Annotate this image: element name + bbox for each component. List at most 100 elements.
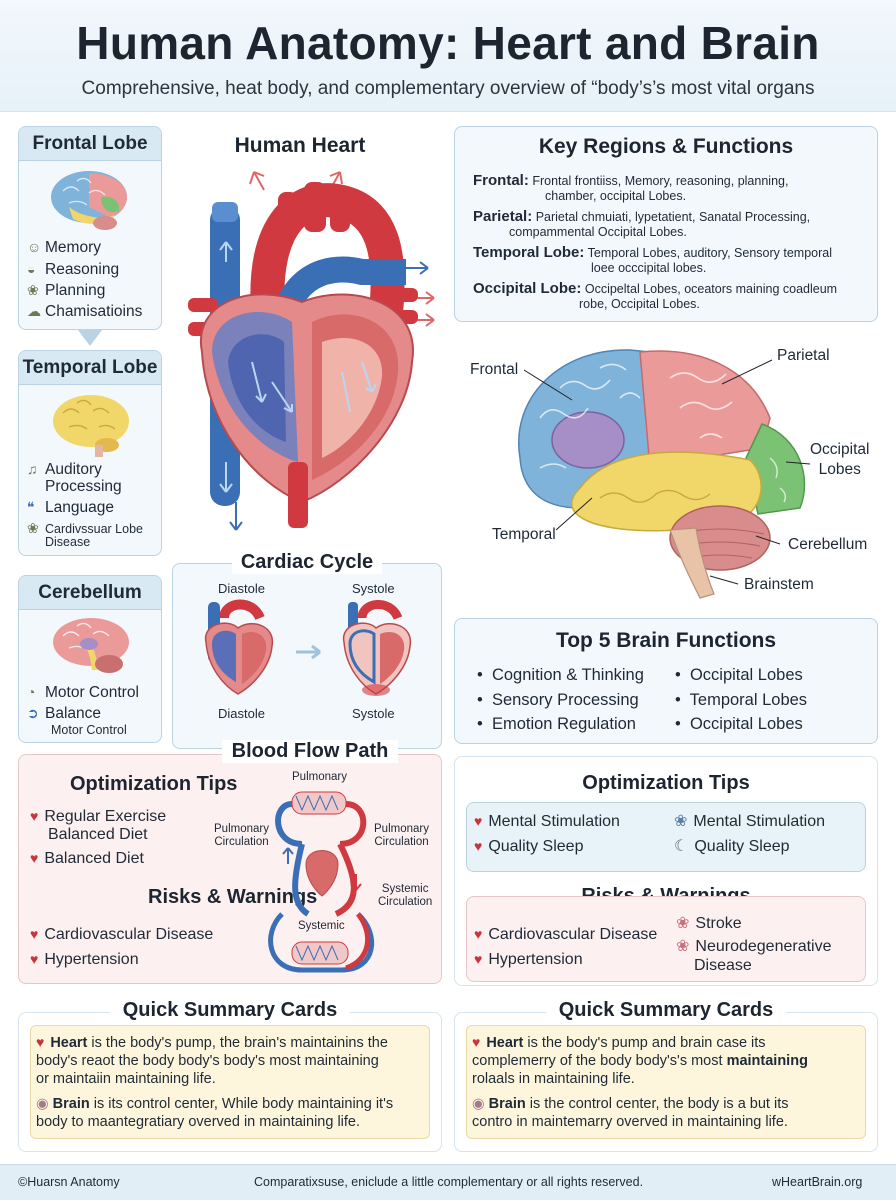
left-tips-list: ♥Regular Exercise Balanced Diet ♥Balance… <box>30 807 166 868</box>
risk-cardiovascular-2: ♥Cardiovascular Disease <box>474 926 658 943</box>
frontal-item-memory: ☺Memory <box>27 239 101 256</box>
top5-item-emotion: • Emotion Regulation <box>477 715 636 733</box>
right-risks-right-list: ❀Stroke ❀Neurodegenerative Disease <box>676 914 832 975</box>
cloud-icon: ☁ <box>27 303 41 319</box>
head-icon: ☺ <box>27 239 42 255</box>
heart-bullet-icon: ♥ <box>30 926 39 942</box>
key-region-frontal: Frontal: Frontal frontiiss, Memory, reas… <box>473 172 789 203</box>
tip-mental-stimulation: ♥Mental Stimulation <box>474 813 620 830</box>
top5-item-cognition: • Cognition & Thinking <box>477 666 644 684</box>
summary-right-brain: ◉Brain is the control center, the body i… <box>472 1096 789 1130</box>
right-tips-title: Optimization Tips <box>582 772 750 794</box>
right-tips-box <box>466 802 866 872</box>
risk-neurodegenerative: ❀Neurodegenerative <box>676 938 832 955</box>
temporal-item-disease: ❀Cardivssuar Lobe <box>27 520 143 536</box>
footer-site-link[interactable]: wHeartBrain.org <box>772 1175 863 1189</box>
heart-illustration <box>188 171 435 531</box>
temporal-item-processing: Processing <box>45 478 122 495</box>
brain-label-temporal: Temporal <box>492 526 556 543</box>
tip-mental-stimulation-2: ❀Mental Stimulation <box>674 813 826 830</box>
cerebellum-title: Cerebellum <box>19 576 161 610</box>
cerebellum-brain-icon <box>53 618 129 673</box>
brain-bullet-icon: ❀ <box>674 813 688 830</box>
moon-icon: ☾ <box>674 838 689 855</box>
summary-left-brain: ◉Brain is its control center, While body… <box>36 1096 394 1130</box>
right-tips-right-list: ❀Mental Stimulation ☾Quality Sleep <box>674 809 825 859</box>
summary-right-card <box>466 1025 866 1139</box>
top5-item-occipital-2: • Occipital Lobes <box>675 715 803 733</box>
top5-item-temporal: • Temporal Lobes <box>675 690 808 709</box>
left-risks-list: ♥Cardiovascular Disease ♥Hypertension <box>30 922 213 972</box>
heart-bullet-icon: ♥ <box>36 1034 45 1050</box>
diastole-heart-icon <box>205 599 274 695</box>
right-risks-box <box>466 896 866 982</box>
risk-stroke: ❀Stroke <box>676 915 742 932</box>
pulmonary-label: Pulmonary <box>292 771 347 783</box>
heart-bullet-icon: ♥ <box>30 808 39 824</box>
blood-flow-title: Blood Flow Path <box>222 740 398 763</box>
frontal-lobe-title: Frontal Lobe <box>19 127 161 161</box>
temporal-brain-icon <box>53 395 129 457</box>
summary-left-title: Quick Summary Cards <box>110 999 350 1022</box>
brain-label-frontal: Frontal <box>470 361 519 378</box>
top5-item-sensory: • Sensory Processing <box>477 690 639 709</box>
cerebellum-item-motor: ◔Motor Control <box>27 684 139 701</box>
right-risks-left-list: ♥Cardiovascular Disease ♥Hypertension <box>474 922 657 972</box>
brain-label-parietal: Parietal <box>777 347 830 364</box>
footer-bar: ©Huarsn Anatomy Comparatixsuse, eniclude… <box>0 1164 896 1200</box>
key-regions-panel: Key Regions & Functions Frontal: Frontal… <box>454 126 878 322</box>
tip-quality-sleep: ♥Quality Sleep <box>474 838 584 855</box>
frontal-item-chamisations: ☁Chamisatioins <box>27 303 143 320</box>
systole-bottom-label: Systole <box>352 706 395 721</box>
bowl-icon: ◒ <box>27 261 36 277</box>
top5-right-list: • Occipital Lobes • Temporal Lobes • Occ… <box>675 663 807 737</box>
heart-bullet-icon: ♥ <box>30 850 39 866</box>
frontal-arrow-icon <box>78 330 102 346</box>
left-tips-title: Optimization Tips <box>70 773 238 795</box>
diastole-bottom-label: Diastole <box>218 706 265 721</box>
summary-left-heart: ♥Heart is the body's pump, the brain's m… <box>36 1034 388 1087</box>
heart-bullet-icon: ♥ <box>474 951 483 967</box>
page-subtitle: Comprehensive, heat body, and complement… <box>81 78 815 99</box>
key-region-occipital: Occipital Lobe: Occipeltal Lobes, oceato… <box>473 280 838 311</box>
frontal-lobe-card: Frontal Lobe ☺Memory ◒Reasoning ❀Plannin… <box>18 126 162 330</box>
balance-icon: ➲ <box>27 705 39 721</box>
summary-right-heart: ♥Heart is the body's pump and brain case… <box>472 1034 808 1087</box>
key-regions-title: Key Regions & Functions <box>538 135 794 158</box>
heart-bullet-icon: ♥ <box>474 838 483 854</box>
tip-quality-sleep-2: ☾Quality Sleep <box>674 838 790 855</box>
tip-regular-exercise: ♥Regular Exercise <box>30 808 167 825</box>
risk-hypertension: ♥Hypertension <box>30 951 139 968</box>
cycle-arrow-icon <box>296 644 321 660</box>
temporal-item-language: ❝Language <box>27 499 114 516</box>
brain-icon: ❀ <box>27 282 39 298</box>
brain-label-cerebellum: Cerebellum <box>788 536 868 553</box>
frontal-item-reasoning: ◒Reasoning <box>27 261 120 278</box>
summary-left-card <box>30 1025 430 1139</box>
risk-cardiovascular: ♥Cardiovascular Disease <box>30 926 214 943</box>
header-banner <box>0 0 896 112</box>
brain-label-brainstem: Brainstem <box>744 576 814 593</box>
brain-bullet-icon: ❀ <box>676 938 690 955</box>
temporal-item-disease-2: Disease <box>45 535 91 549</box>
gauge-icon: ◔ <box>27 684 36 700</box>
heart-bullet-icon: ♥ <box>472 1034 481 1050</box>
key-region-temporal: Temporal Lobe: Temporal Lobes, auditory,… <box>473 244 832 275</box>
risk-disease: Disease <box>694 957 752 974</box>
cerebellum-item-motor-2: Motor Control <box>51 723 127 737</box>
top5-panel: Top 5 Brain Functions • Cognition & Thin… <box>454 618 878 744</box>
top5-left-list: • Cognition & Thinking • Sensory Process… <box>477 663 644 737</box>
footer-copyright: ©Huarsn Anatomy <box>18 1175 120 1189</box>
page-title: Human Anatomy: Heart and Brain <box>76 17 820 69</box>
blood-flow-diagram <box>268 791 375 973</box>
summary-right-title: Quick Summary Cards <box>546 999 786 1022</box>
brain-bullet-icon: ◉ <box>36 1096 49 1112</box>
heart-title: Human Heart <box>234 134 366 157</box>
frontal-brain-icon <box>51 171 127 230</box>
brain-small-icon: ❀ <box>27 520 39 536</box>
temporal-lobe-card: Temporal Lobe ♫Auditory Processing ❝Lang… <box>18 350 162 556</box>
right-tips-left-list: ♥Mental Stimulation ♥Quality Sleep <box>474 809 620 859</box>
